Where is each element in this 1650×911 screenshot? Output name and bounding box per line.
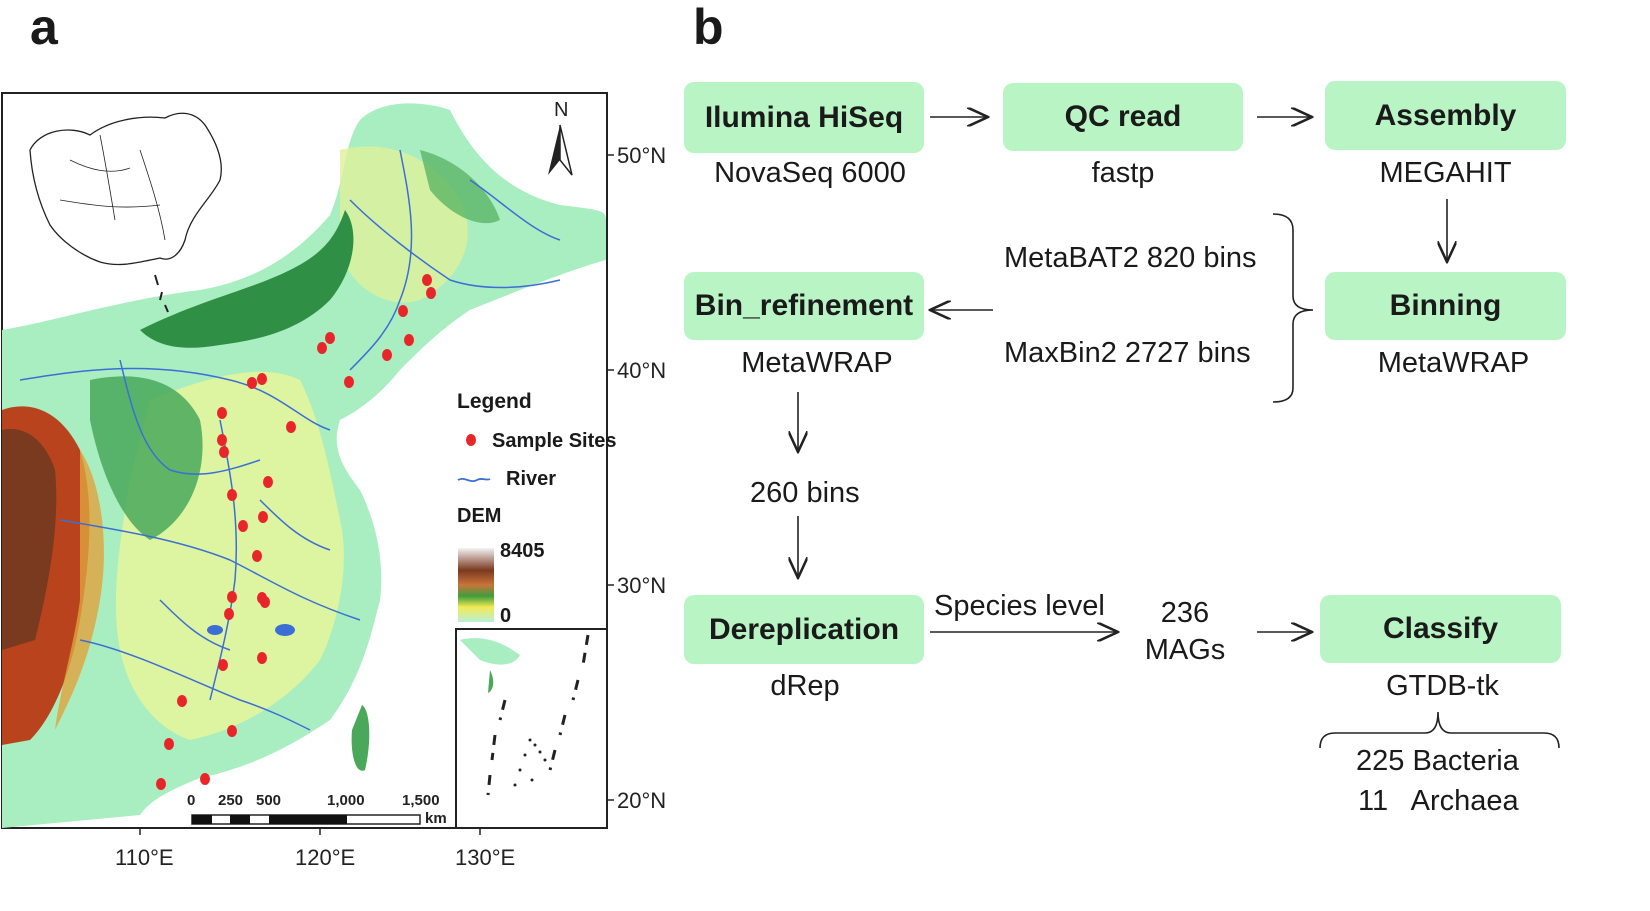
mags-label: MAGs <box>1144 634 1226 666</box>
sample-site <box>218 659 228 671</box>
lat-label-40: 40°N <box>617 358 667 383</box>
bacteria-count-label: 225 Bacteria <box>1356 745 1519 777</box>
metabat-bins-label: MetaBAT2 820 bins <box>1004 242 1257 274</box>
sample-site <box>344 376 354 388</box>
lon-label-110: 110°E <box>115 845 174 870</box>
sample-site <box>325 332 335 344</box>
assembly-box: Assembly <box>1325 81 1566 150</box>
classify-tool-label: GTDB-tk <box>1386 670 1499 702</box>
sample-site <box>260 596 270 608</box>
bin-refinement-tool-label: MetaWRAP <box>741 347 893 379</box>
sample-site <box>227 725 237 737</box>
bin-refinement-box: Bin_refinement <box>684 272 924 340</box>
scale-bar <box>191 814 421 825</box>
sample-site <box>177 695 187 707</box>
illumina-tool-label: NovaSeq 6000 <box>714 157 906 189</box>
islands-inset-frame <box>455 628 608 829</box>
sample-site <box>252 550 262 562</box>
scale-tick-1000: 1,000 <box>327 792 365 809</box>
sample-site <box>404 334 414 346</box>
lat-label-30: 30°N <box>617 573 667 598</box>
sample-site <box>227 489 237 501</box>
hills-area <box>140 210 354 348</box>
sample-site <box>217 407 227 419</box>
panel-a-label: a <box>30 0 58 55</box>
dem-max-label: 8405 <box>500 540 545 562</box>
scale-tick-0: 0 <box>187 792 196 809</box>
assembly-tool-label: MEGAHIT <box>1379 157 1512 189</box>
legend-river-label: River <box>506 468 557 490</box>
south-china-sea-islands <box>154 274 169 313</box>
hills-area-3 <box>420 150 500 224</box>
dem-colorbar <box>458 548 494 622</box>
sample-site <box>263 476 273 488</box>
mountain-transition <box>55 450 104 730</box>
scale-unit: km <box>425 810 447 827</box>
legend-dem-label: DEM <box>457 505 502 527</box>
north-label: N <box>554 99 569 121</box>
qc-tool-label: fastp <box>1091 157 1155 189</box>
china-outline-inset <box>29 112 222 266</box>
classify-box: Classify <box>1320 595 1561 663</box>
scale-tick-500: 500 <box>256 792 282 809</box>
sample-site <box>422 274 432 286</box>
binning-box: Binning <box>1325 272 1566 340</box>
panel-b-label: b <box>693 0 724 55</box>
legend-sample-sites-label: Sample Sites <box>492 430 617 452</box>
refined-bins-label: 260 bins <box>750 477 860 509</box>
dereplication-box: Dereplication <box>684 595 924 664</box>
sample-site <box>426 287 436 299</box>
sample-site <box>258 511 268 523</box>
legend-river-icon <box>457 477 491 483</box>
illumina-hiseq-box: Ilumina HiSeq <box>684 82 924 153</box>
scale-tick-250: 250 <box>218 792 244 809</box>
north-arrow-icon <box>548 124 573 176</box>
sample-site <box>238 520 248 532</box>
lon-label-120: 120°E <box>295 845 356 870</box>
legend-title: Legend <box>457 390 532 413</box>
sample-site <box>382 349 392 361</box>
archaea-count-label: 11 Archaea <box>1358 785 1519 817</box>
sample-site <box>257 652 267 664</box>
sample-site <box>286 421 296 433</box>
mountain-highlands <box>2 429 57 650</box>
qc-read-box: QC read <box>1003 83 1243 151</box>
sample-site <box>164 738 174 750</box>
sample-site <box>398 305 408 317</box>
sample-site <box>219 446 229 458</box>
lon-label-130: 130°E <box>455 845 516 870</box>
taiwan <box>351 705 370 771</box>
inset-islands <box>513 738 547 787</box>
species-level-label: Species level <box>934 590 1105 622</box>
sample-sites <box>156 274 436 790</box>
lat-label-20: 20°N <box>617 788 667 813</box>
sample-site <box>227 591 237 603</box>
sample-site <box>247 377 257 389</box>
binning-tool-label: MetaWRAP <box>1377 347 1530 379</box>
sample-site <box>156 778 166 790</box>
maxbin-bins-label: MaxBin2 2727 bins <box>1004 337 1251 369</box>
sample-site <box>224 608 234 620</box>
dem-min-label: 0 <box>500 605 512 627</box>
dereplication-tool-label: dRep <box>770 670 840 702</box>
legend-sample-site-icon <box>466 434 476 446</box>
sample-site <box>217 434 227 446</box>
mags-count-label: 236 <box>1160 597 1210 629</box>
scale-tick-1500: 1,500 <box>402 792 440 809</box>
sample-site <box>200 773 210 785</box>
lat-label-50: 50°N <box>617 143 667 168</box>
hills-area-2 <box>90 376 203 540</box>
sample-site <box>257 373 267 385</box>
sample-site <box>317 342 327 354</box>
